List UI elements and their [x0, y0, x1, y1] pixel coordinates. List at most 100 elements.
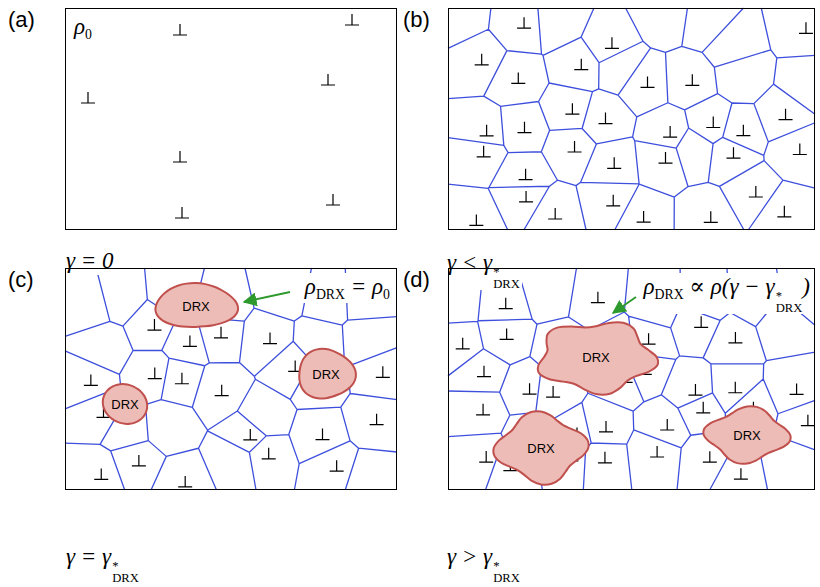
- dislocation-symbol: [475, 54, 489, 65]
- subscript: 0: [85, 27, 92, 42]
- dislocation-symbol: [793, 144, 807, 155]
- drx-label: DRX: [582, 350, 609, 365]
- dislocation-symbol: [330, 460, 344, 471]
- drx-region: [538, 322, 658, 394]
- subscript: DRX: [316, 287, 345, 302]
- stage-panel: (d)ρDRX ∝ ρ(γ − γ*DRX)γ > γ*DRXDRXDRXDRX: [448, 268, 815, 490]
- grain-network: [65, 8, 815, 490]
- text-part: ρ: [644, 274, 655, 299]
- dislocation-symbol: [519, 191, 533, 202]
- dislocation-symbol: [173, 151, 187, 162]
- dislocation-symbol: [345, 14, 359, 25]
- dislocation-symbol: [642, 333, 656, 344]
- drx-grain: DRX: [100, 381, 150, 427]
- dislocation-symbol: [703, 451, 717, 462]
- drx-label: DRX: [312, 367, 339, 382]
- dislocation-symbol: [326, 194, 340, 205]
- dislocation-symbol: [215, 385, 229, 396]
- dislocation-symbol: [546, 386, 560, 397]
- dislocation-symbol: [147, 319, 161, 330]
- grain-boundaries: [65, 268, 397, 490]
- dislocation-symbol: [606, 195, 620, 206]
- drx-grain: DRX: [151, 281, 241, 331]
- dislocation-symbol: [801, 415, 815, 426]
- dislocation-symbol: [660, 419, 674, 430]
- drx-grain: DRX: [531, 317, 661, 397]
- drx-grain: DRX: [701, 404, 793, 466]
- dislocation-symbol: [500, 328, 514, 339]
- dislocation-symbol: [321, 74, 335, 85]
- dislocation-symbol: [469, 214, 483, 225]
- super-subscript: *DRX: [493, 266, 520, 290]
- density-label: ρ0: [72, 13, 94, 43]
- dislocation-symbol: [499, 298, 513, 309]
- stage-panel: (a)ρ0γ = 0: [65, 8, 397, 230]
- stage-panel: (b)γ < γ*DRX: [448, 8, 815, 230]
- super-subscript: *DRX: [493, 560, 520, 584]
- dislocation-symbol: [480, 125, 494, 136]
- dislocation-symbol: [696, 402, 710, 413]
- drx-label: DRX: [182, 299, 209, 314]
- dislocation-symbol: [132, 455, 146, 466]
- dislocation-symbol: [663, 126, 677, 137]
- dislocation-symbol: [517, 17, 531, 28]
- dislocation-symbol: [734, 468, 748, 479]
- subscript: DRX: [655, 287, 684, 302]
- subscript: DRX: [493, 278, 520, 290]
- panel-label: (c): [8, 267, 34, 293]
- drx-region: [155, 283, 238, 327]
- dislocation-symbol: [688, 384, 702, 395]
- dislocation-symbol: [183, 335, 197, 346]
- dislocation-symbol: [84, 374, 98, 385]
- density-label: ρDRX ∝ ρ(γ − γ*DRX): [642, 273, 813, 314]
- dislocation-symbol: [263, 333, 277, 344]
- drx-region: [493, 411, 588, 484]
- dislocation-symbol: [477, 146, 491, 157]
- dislocation-symbol: [565, 103, 579, 114]
- text-part: γ = 0: [66, 248, 114, 273]
- drx-label: DRX: [527, 441, 554, 456]
- dislocation-symbol: [476, 404, 490, 415]
- dislocation-symbol: [598, 113, 612, 124]
- text-part: γ: [483, 250, 492, 275]
- strain-caption: γ < γ*DRX: [445, 249, 522, 290]
- dislocation-symbol: [262, 448, 276, 459]
- dislocation-symbol: [81, 92, 95, 103]
- dislocation-symbol: [175, 207, 189, 218]
- super-subscript: *DRX: [112, 560, 139, 584]
- dislocation-symbol: [777, 206, 791, 217]
- text-part: ): [802, 274, 810, 299]
- text-part: ρ: [372, 274, 383, 299]
- strain-caption: γ = γ*DRX: [64, 543, 141, 584]
- dislocation-symbol: [511, 72, 525, 83]
- dislocation-symbol: [728, 332, 742, 343]
- drx-label: DRX: [733, 428, 760, 443]
- subscript: DRX: [493, 572, 520, 584]
- dislocation-symbol: [214, 327, 228, 338]
- drx-region: [299, 349, 356, 399]
- dislocation-symbol: [736, 125, 750, 136]
- dislocation-symbol: [376, 366, 390, 377]
- text-part: γ =: [66, 544, 102, 569]
- dislocation-symbol: [370, 414, 384, 425]
- subscript: 0: [383, 287, 390, 302]
- leader-arrow: [244, 292, 290, 302]
- panel-label: (d): [403, 267, 430, 293]
- text-part: γ >: [447, 544, 483, 569]
- dislocation-symbol: [779, 109, 793, 120]
- dislocation-symbol: [704, 211, 718, 222]
- dislocation-symbol: [568, 141, 582, 152]
- dislocation-symbol: [659, 152, 673, 163]
- stage-panel: (c)ρDRX = ρ0γ = γ*DRXDRXDRXDRX: [65, 268, 397, 490]
- subscript: DRX: [112, 572, 139, 584]
- panel-label: (a): [8, 7, 35, 33]
- dislocation-symbol: [637, 211, 651, 222]
- dislocation-symbol: [641, 76, 655, 87]
- dislocation-symbol: [685, 74, 699, 85]
- drx-label: DRX: [111, 397, 138, 412]
- dislocation-symbol: [574, 59, 588, 70]
- dislocation-symbol: [173, 24, 187, 35]
- superscript: *: [112, 560, 118, 572]
